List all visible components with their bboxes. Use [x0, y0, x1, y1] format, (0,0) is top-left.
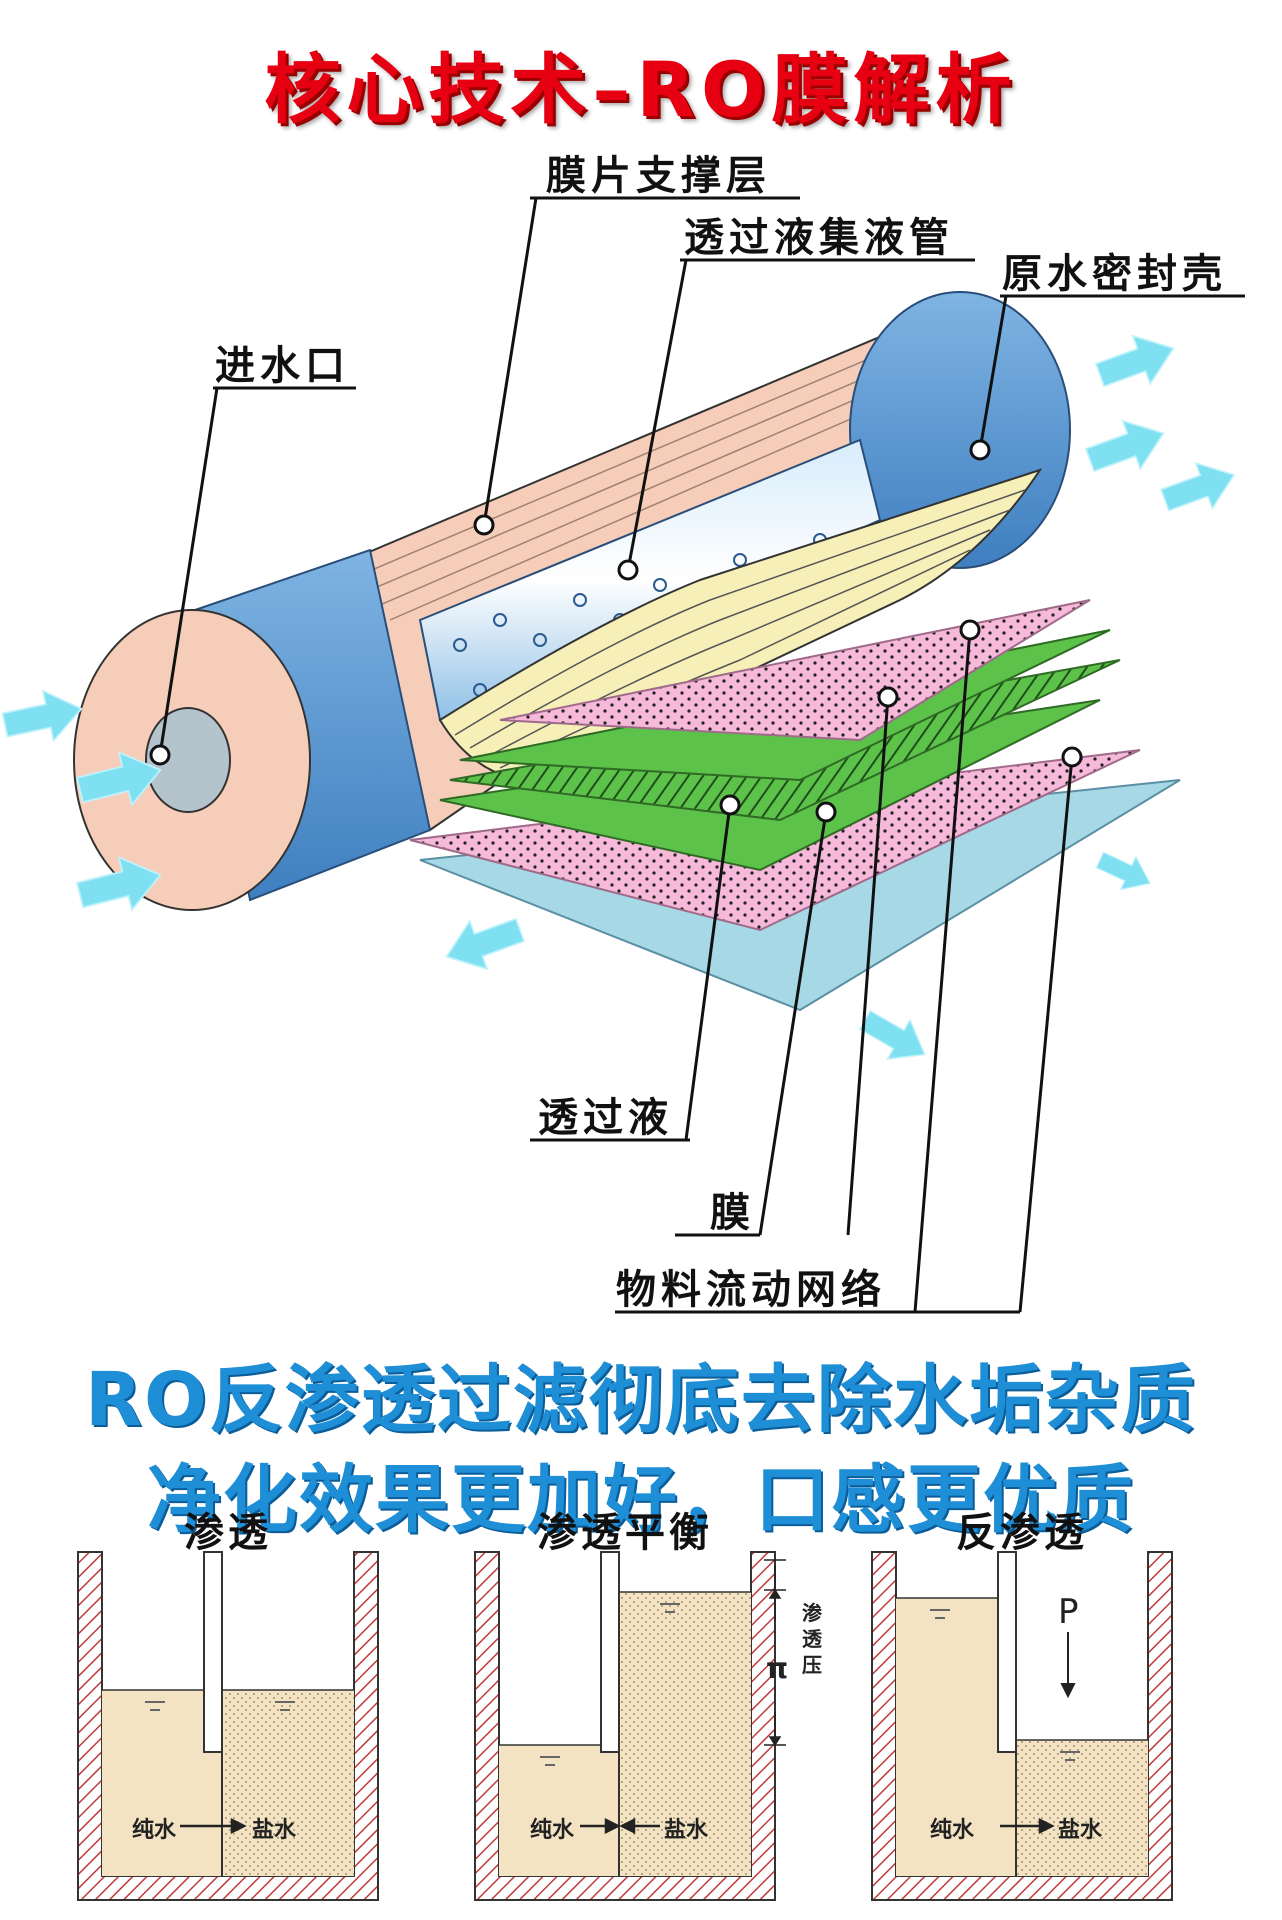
salt-water-label: 盐水: [1058, 1818, 1103, 1843]
arrow-icon: [1080, 408, 1174, 485]
arrow-icon: [0, 682, 88, 751]
arrow-icon: [1091, 843, 1159, 901]
leader-lines: [149, 196, 1245, 1314]
panel-title-osmosis: 渗透: [184, 1510, 272, 1556]
page-title: 核心技术–RO膜解析: [264, 45, 1018, 134]
osmotic-pressure-label: 渗透压: [802, 1601, 822, 1677]
panel-title-equilibrium: 渗透平衡: [537, 1510, 713, 1556]
osmosis-panels: [77, 1551, 1173, 1901]
label-collector-tube: 透过液集液管: [684, 215, 954, 261]
panel-equilibrium: [474, 1551, 786, 1901]
label-flow-mesh: 物料流动网络: [616, 1267, 886, 1313]
arrow-icon: [1155, 451, 1244, 524]
shell-front: [73, 548, 432, 911]
pure-water-label: 纯水: [530, 1818, 575, 1843]
label-inlet: 进水口: [215, 343, 350, 389]
panel-title-reverse: 反渗透: [956, 1510, 1088, 1556]
label-permeate: 透过液: [538, 1095, 673, 1141]
panel-osmosis: [77, 1551, 379, 1901]
pi-symbol: π: [766, 1652, 789, 1685]
salt-water-label: 盐水: [664, 1818, 709, 1843]
salt-water-label: 盐水: [252, 1818, 297, 1843]
label-seal-shell: 原水密封壳: [1002, 251, 1227, 297]
arrow-icon: [1090, 323, 1184, 400]
panel-reverse-osmosis: [871, 1551, 1173, 1901]
slogan-line-1: RO反渗透过滤彻底去除水垢杂质: [85, 1357, 1197, 1443]
slogan-line-2: 净化效果更加好，口感更优质: [147, 1457, 1135, 1543]
pure-water-label: 纯水: [132, 1818, 177, 1843]
pure-water-label: 纯水: [930, 1818, 975, 1843]
pressure-p-label: P: [1058, 1592, 1079, 1632]
arrow-icon: [436, 905, 530, 982]
label-support-layer: 膜片支撑层: [546, 153, 771, 199]
label-membrane: 膜: [710, 1190, 755, 1236]
